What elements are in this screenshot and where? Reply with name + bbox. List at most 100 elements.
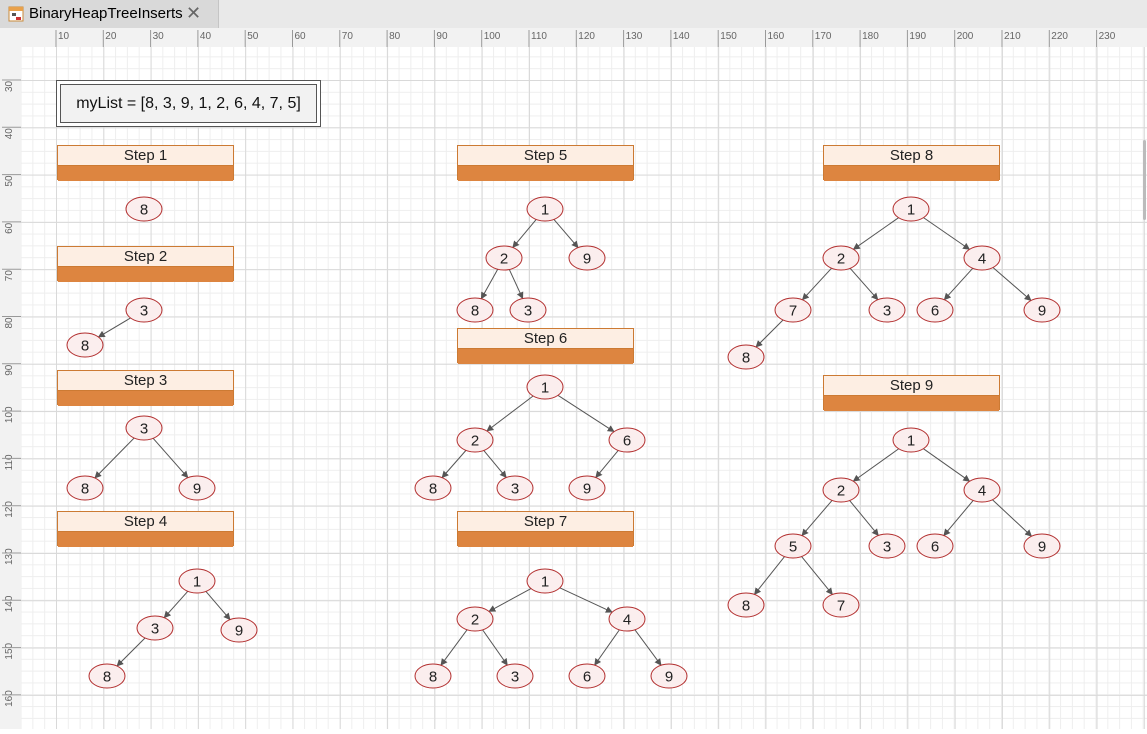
tree-node[interactable]: 3 [496,475,534,501]
tree-node[interactable]: 1 [526,374,564,400]
step-box-4[interactable]: Step 4 [57,511,234,547]
tree-node[interactable]: 7 [774,297,812,323]
tree-edge [440,629,468,666]
ruler-label-y: 30 [4,80,15,92]
mylist-box[interactable]: myList = [8, 3, 9, 1, 2, 6, 4, 7, 5] [56,80,321,127]
tree-node[interactable]: 9 [220,617,258,643]
step-body [58,267,233,282]
ruler-label-x: 50 [247,31,259,42]
ruler-label-x: 160 [768,31,785,42]
tree-edge [441,450,467,479]
tree-node[interactable]: 2 [485,245,523,271]
tree-node[interactable]: 4 [963,477,1001,503]
node-ellipse [868,297,906,323]
tree-node[interactable]: 2 [456,606,494,632]
tree-node[interactable]: 8 [727,344,765,370]
tree-node[interactable]: 9 [1023,297,1061,323]
tree-node[interactable]: 9 [650,663,688,689]
tree-node[interactable]: 3 [125,297,163,323]
node-ellipse [485,245,523,271]
tree-node[interactable]: 6 [608,427,646,453]
step-box-3[interactable]: Step 3 [57,370,234,406]
tree-node[interactable]: 8 [66,332,104,358]
step-box-7[interactable]: Step 7 [457,511,634,547]
step-label: Step 7 [458,512,633,532]
node-value: 7 [789,303,797,320]
step-body [824,396,999,411]
tree-node[interactable]: 4 [608,606,646,632]
tree-node[interactable]: 3 [868,297,906,323]
tree-node[interactable]: 3 [868,533,906,559]
node-value: 2 [837,251,845,268]
node-value: 8 [81,338,89,355]
step-box-2[interactable]: Step 2 [57,246,234,282]
node-ellipse [727,344,765,370]
ruler-label-x: 190 [909,31,926,42]
step-box-9[interactable]: Step 9 [823,375,1000,411]
diagram-file-icon [8,6,24,27]
tree-node[interactable]: 7 [822,592,860,618]
tree-node[interactable]: 8 [414,663,452,689]
tree-node[interactable]: 9 [178,475,216,501]
vertical-scrollbar[interactable] [1143,140,1146,220]
tree-node[interactable]: 1 [526,196,564,222]
tree-node[interactable]: 1 [892,427,930,453]
tree-node[interactable]: 3 [496,663,534,689]
tree-node[interactable]: 8 [125,196,163,222]
step-box-8[interactable]: Step 8 [823,145,1000,181]
tree-node[interactable]: 8 [456,297,494,323]
step-body [824,166,999,181]
tree-node[interactable]: 1 [892,196,930,222]
tree-node[interactable]: 3 [125,415,163,441]
step-box-6[interactable]: Step 6 [457,328,634,364]
close-icon[interactable]: ✕ [186,3,202,23]
node-value: 2 [500,251,508,268]
ruler-label-x: 120 [578,31,595,42]
node-value: 8 [429,669,437,686]
tree-node[interactable]: 9 [568,245,606,271]
tree-node[interactable]: 3 [509,297,547,323]
node-ellipse [125,196,163,222]
node-ellipse [220,617,258,643]
tree-node[interactable]: 2 [822,245,860,271]
node-value: 1 [907,433,915,450]
ruler-label-x: 60 [295,31,307,42]
node-value: 2 [471,612,479,629]
node-ellipse [963,245,1001,271]
tree-edge [482,629,508,666]
ruler-label-y: 80 [4,317,15,329]
node-ellipse [66,475,104,501]
tree-node[interactable]: 4 [963,245,1001,271]
node-ellipse [727,592,765,618]
node-value: 9 [235,623,243,640]
tree-node[interactable]: 8 [88,663,126,689]
tree-node[interactable]: 8 [727,592,765,618]
tree-edge [801,267,832,301]
step-label: Step 6 [458,329,633,349]
tree-node[interactable]: 2 [822,477,860,503]
tree-node[interactable]: 8 [66,475,104,501]
tree-node[interactable]: 1 [178,568,216,594]
step-box-1[interactable]: Step 1 [57,145,234,181]
node-ellipse [496,475,534,501]
node-value: 4 [978,251,986,268]
tree-node[interactable]: 2 [456,427,494,453]
tab-binary-heap-tree-inserts[interactable]: BinaryHeapTreeInserts ✕ [0,0,219,28]
ruler-label-x: 40 [200,31,212,42]
tree-node[interactable]: 6 [568,663,606,689]
ruler-label-x: 10 [58,31,70,42]
tree-node[interactable]: 9 [1023,533,1061,559]
tree-node[interactable]: 5 [774,533,812,559]
tree-node[interactable]: 9 [568,475,606,501]
node-value: 9 [1038,539,1046,556]
node-value: 1 [541,202,549,219]
tree-node[interactable]: 8 [414,475,452,501]
mylist-text: myList = [8, 3, 9, 1, 2, 6, 4, 7, 5] [60,84,317,123]
tree-node[interactable]: 6 [916,533,954,559]
ruler-label-y: 60 [4,222,15,234]
tree-node[interactable]: 6 [916,297,954,323]
tree-node[interactable]: 3 [136,615,174,641]
tree-edge [943,267,974,301]
step-box-5[interactable]: Step 5 [457,145,634,181]
tree-node[interactable]: 1 [526,568,564,594]
